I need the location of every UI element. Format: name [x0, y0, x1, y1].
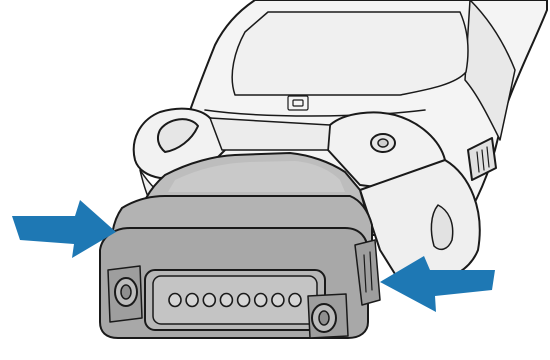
- left-hook-icon: [156, 118, 199, 153]
- adapter-side-clip: [354, 239, 381, 306]
- connector-pin: [185, 292, 199, 308]
- device-side-panel: [464, 0, 516, 141]
- connector-pin: [219, 292, 234, 308]
- connector-pin: [288, 292, 302, 308]
- housing-latch: [430, 204, 454, 251]
- connector-pins: [168, 292, 302, 308]
- connector-pin: [236, 292, 251, 308]
- connector-pin: [253, 292, 268, 308]
- adapter-top-highlight: [168, 161, 345, 192]
- left-screw-icon: [107, 265, 143, 323]
- bracket-band: [209, 117, 331, 151]
- side-button-icon: [467, 137, 497, 181]
- connector-pin: [202, 292, 217, 308]
- device-ridge: [204, 109, 426, 117]
- connector-pin: [271, 292, 285, 308]
- left-arrow: [12, 200, 116, 258]
- adapter: [99, 152, 381, 339]
- nfc-icon: [287, 95, 309, 111]
- right-arrow: [380, 256, 495, 312]
- right-screw-icon: [307, 293, 349, 339]
- connector-pin: [168, 292, 182, 308]
- device-back-panel: [231, 11, 469, 96]
